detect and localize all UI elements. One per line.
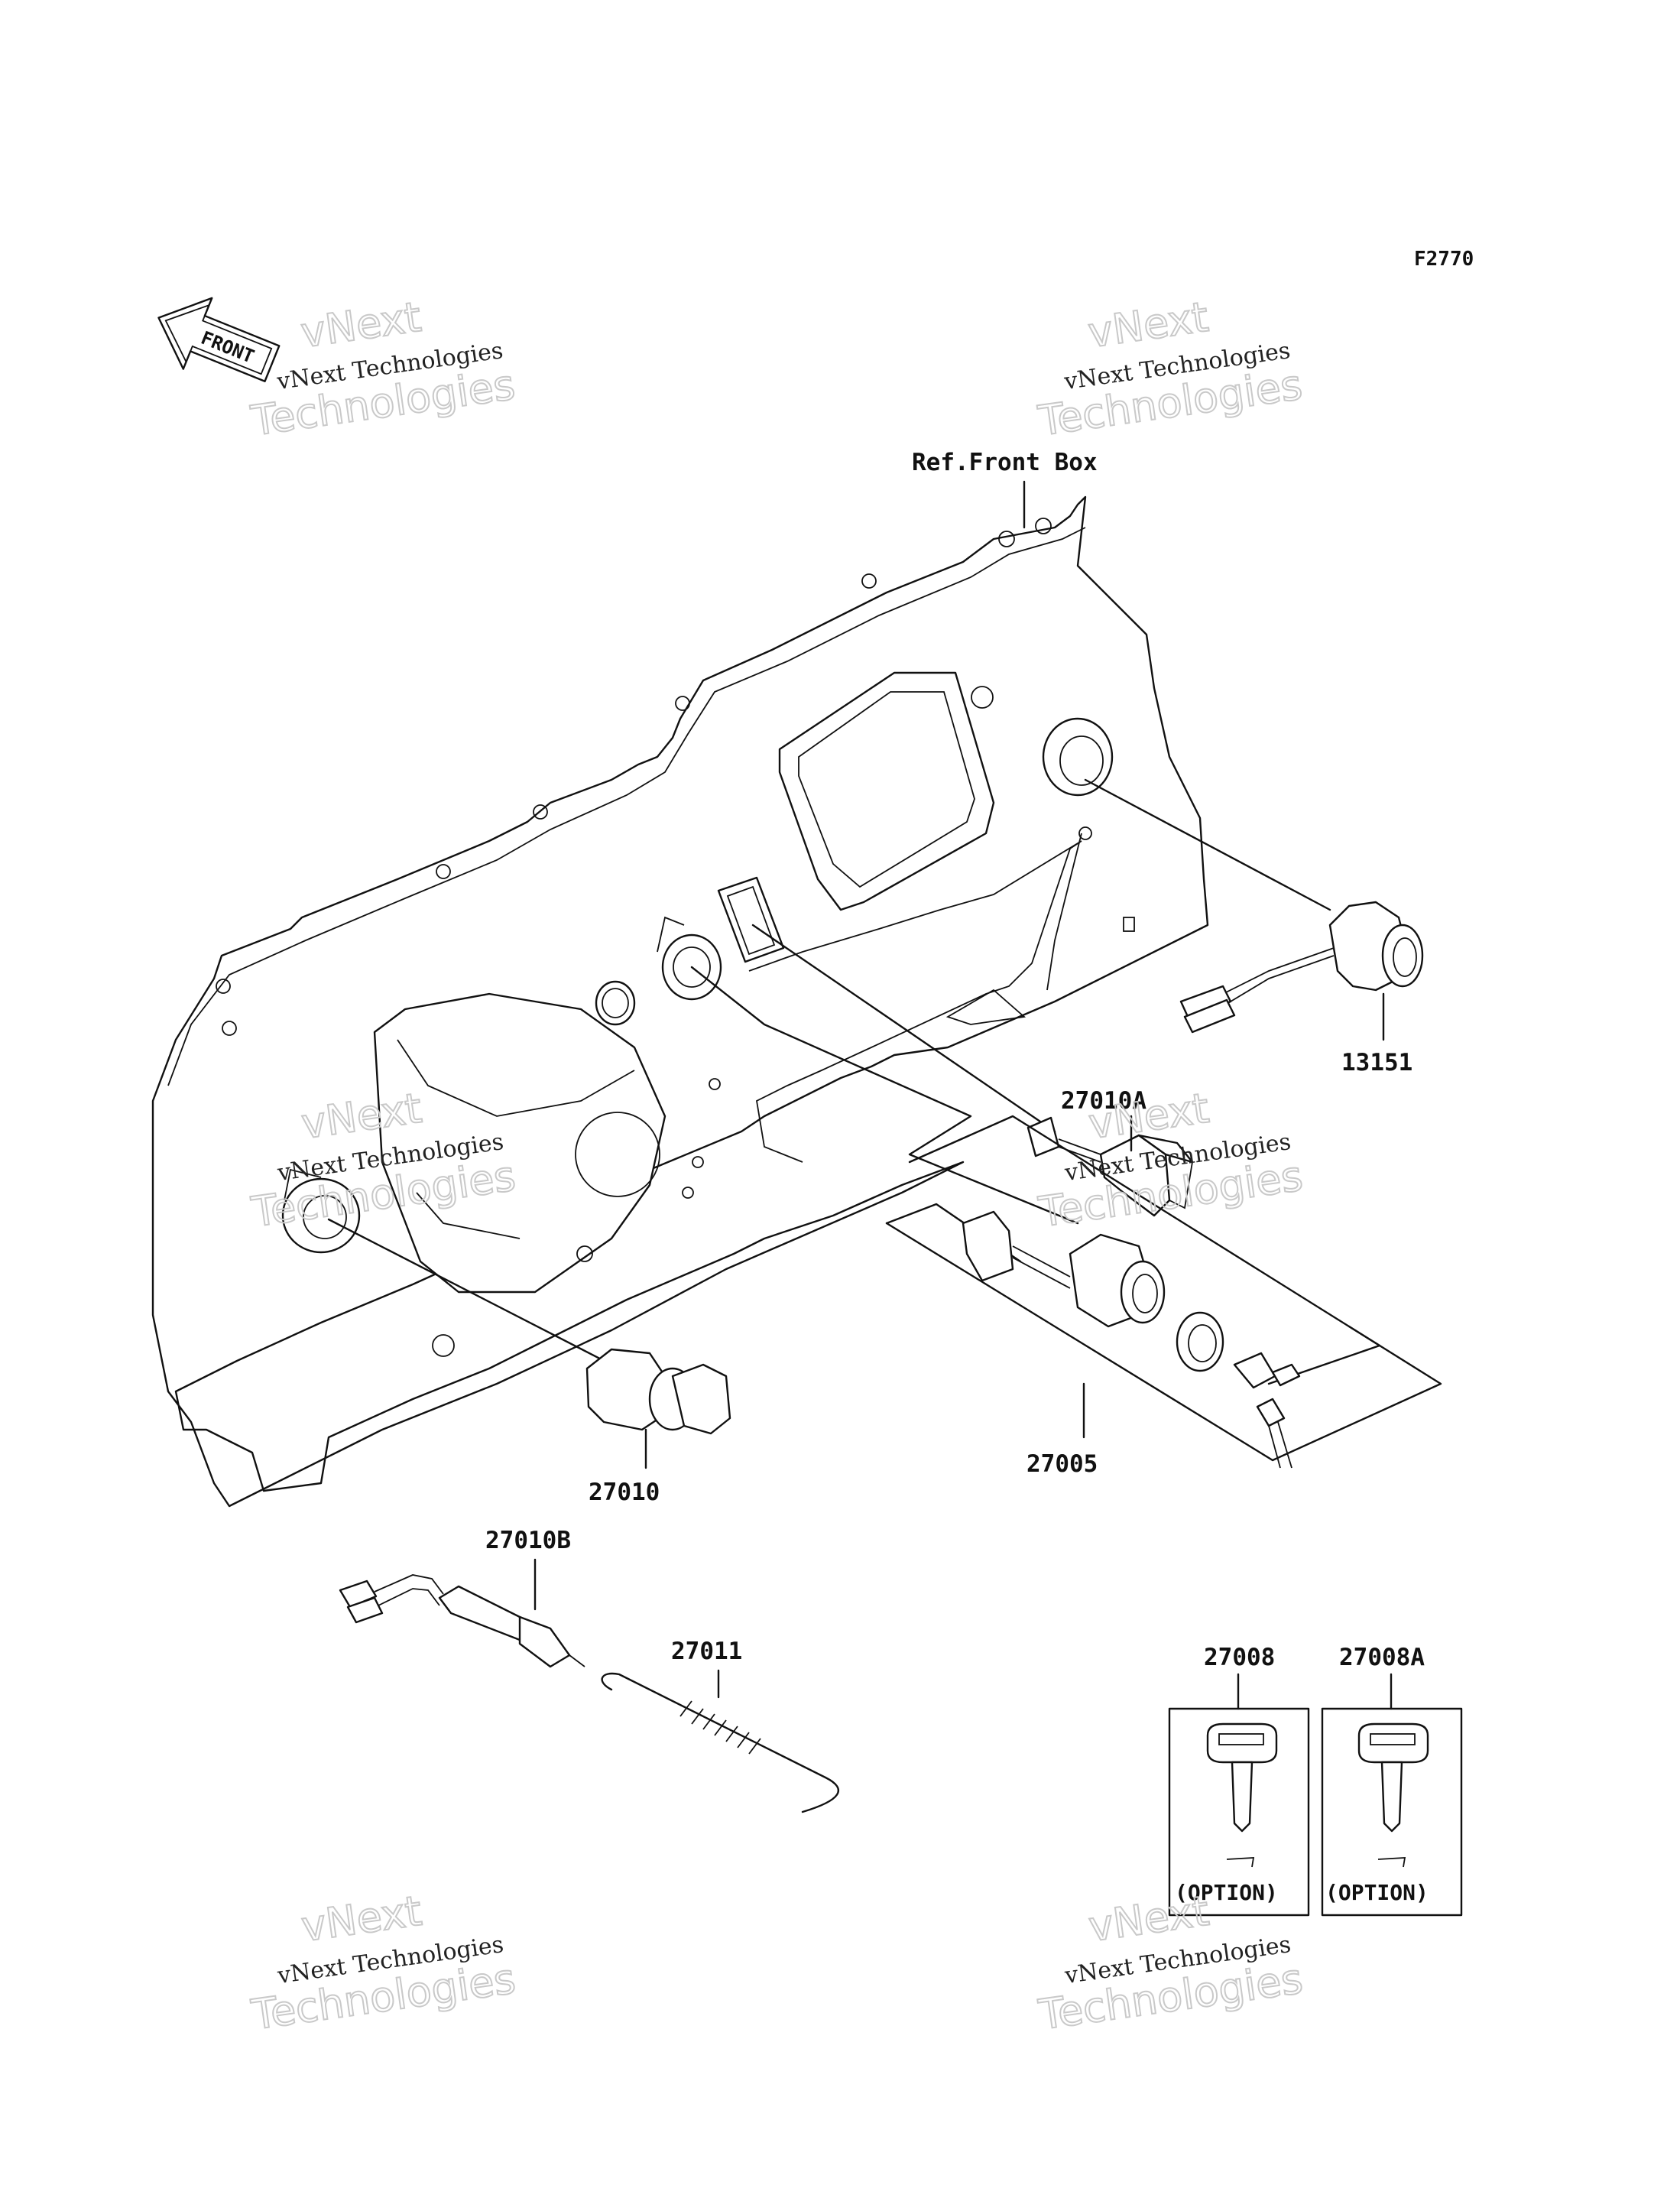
part-13151-socket [1179, 901, 1424, 1041]
part-27010A-switch [1026, 1115, 1194, 1217]
part-label-27008: 27008 [1204, 1644, 1275, 1671]
front-arrow-icon: FRONT [157, 297, 281, 382]
watermark-top-left: vNext vNext Technologies Technologies [247, 292, 518, 446]
watermark-top-right: vNext vNext Technologies Technologies [1034, 292, 1305, 446]
part-label-27010B: 27010B [485, 1527, 571, 1554]
watermark-line1: vNext [299, 1887, 425, 1951]
part-27011-spring [601, 1672, 840, 1813]
part-label-13151: 13151 [1341, 1049, 1412, 1076]
front-box-panel [151, 495, 1209, 1508]
part-label-27010A: 27010A [1061, 1087, 1146, 1115]
part-label-27005: 27005 [1026, 1450, 1098, 1478]
watermark-line1: vNext [1085, 293, 1211, 357]
watermark-bottom-left: vNext vNext Technologies Technologies [248, 1886, 519, 2041]
part-label-27010: 27010 [589, 1479, 660, 1506]
part-27008-key: (OPTION) [1168, 1707, 1310, 1917]
option-label-27008A: (OPTION) [1325, 1880, 1429, 1905]
part-27010B-plunger-switch [339, 1574, 585, 1668]
watermark-line1: vNext [1086, 1887, 1212, 1951]
watermark-line1: vNext [298, 293, 424, 357]
part-label-27008A: 27008A [1339, 1644, 1425, 1671]
figure-code: F2770 [1414, 248, 1474, 271]
part-27005-ignition-switch [962, 1210, 1301, 1469]
option-label-27008: (OPTION) [1175, 1880, 1278, 1905]
ref-front-box-label: Ref.Front Box [912, 449, 1098, 476]
part-27008A-key: (OPTION) [1321, 1707, 1463, 1917]
part-27010-rotary-switch [585, 1348, 731, 1469]
part-label-27011: 27011 [671, 1638, 742, 1665]
